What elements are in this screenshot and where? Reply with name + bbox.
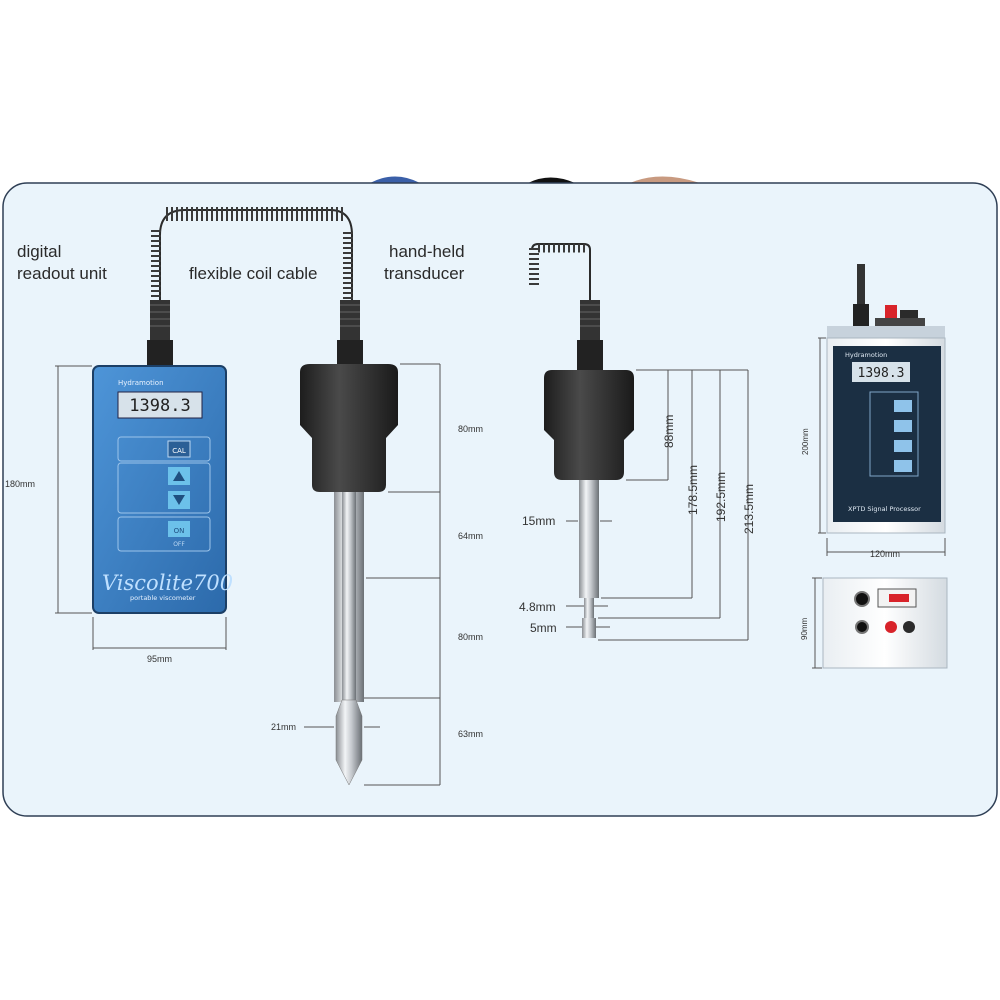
side-terminal-red <box>885 621 897 633</box>
dim-tip-right: 5mm <box>530 621 557 635</box>
label-coil-cable: flexible coil cable <box>189 264 318 283</box>
transducer-right <box>544 370 634 638</box>
label-transducer: transducer <box>384 264 465 283</box>
transducer-left-dim-lines <box>304 363 441 786</box>
label-hand-held: hand-held <box>389 242 465 261</box>
dim-head-right: 88mm <box>662 415 676 448</box>
readout-panel-1 <box>117 436 211 462</box>
dim-head-left: 80mm <box>458 424 483 434</box>
up-arrow-icon <box>173 471 185 481</box>
dim-neck-right: 4.8mm <box>519 600 556 614</box>
off-label: OFF <box>173 541 185 548</box>
side-connector-1 <box>854 591 870 607</box>
product-name: Viscolite700 <box>102 571 233 595</box>
transducer-left <box>300 364 398 786</box>
processor-brand: Hydramotion <box>845 351 887 359</box>
processor-width-dim: 120mm <box>870 549 900 559</box>
readout-height-dim: 180mm <box>5 479 35 489</box>
on-button-label: ON <box>174 527 185 535</box>
processor-side-view <box>822 577 948 669</box>
readout-unit: Hydramotion 1398.3 CAL ON OFF Viscolite7… <box>92 365 233 614</box>
transducer-left-tip <box>335 699 363 786</box>
readout-panel-3 <box>117 516 211 552</box>
processor-button-1[interactable] <box>894 400 912 412</box>
cable-strain-relief-left <box>147 300 173 366</box>
processor-display-value: 1398.3 <box>858 366 905 381</box>
dim-shaft-upper-left: 64mm <box>458 531 483 541</box>
top-fragments <box>370 176 700 183</box>
readout-display <box>117 391 203 419</box>
processor-height-dim: 200mm <box>801 428 810 455</box>
readout-panel-2 <box>117 462 211 514</box>
readout-dim-lines <box>55 365 227 650</box>
down-arrow-icon <box>173 495 185 505</box>
processor-button-3[interactable] <box>894 440 912 452</box>
processor-connectors <box>853 264 925 326</box>
dim-192-right: 192.5mm <box>714 472 728 522</box>
diagram-panel <box>2 182 998 817</box>
processor-button-4[interactable] <box>894 460 912 472</box>
processor-dim-lines <box>812 337 946 669</box>
label-digital: digital <box>17 242 61 261</box>
transducer-right-head <box>544 370 634 480</box>
dim-178-right: 178.5mm <box>686 465 700 515</box>
readout-width-dim: 95mm <box>147 654 172 664</box>
side-connector-2 <box>855 620 869 634</box>
coil-cable <box>151 207 353 300</box>
label-readout-unit: readout unit <box>17 264 107 283</box>
dim-shaft-lower-left: 80mm <box>458 632 483 642</box>
transducer-right-shaft <box>579 480 599 598</box>
transducer-left-head <box>300 364 398 492</box>
processor-button-2[interactable] <box>894 420 912 432</box>
cal-button[interactable] <box>167 440 191 458</box>
cal-button-label: CAL <box>172 447 186 455</box>
processor-unit: Hydramotion 1398.3 XPTD Signal Processor <box>826 326 946 534</box>
processor-display <box>852 362 910 382</box>
dim-shaft-diameter-right: 15mm <box>522 514 555 528</box>
product-subtitle: portable viscometer <box>130 594 196 602</box>
processor-label: XPTD Signal Processor <box>848 505 921 513</box>
processor-side-height-dim: 90mm <box>800 617 809 640</box>
on-button[interactable] <box>168 521 190 537</box>
side-terminal-black <box>903 621 915 633</box>
transducer-right-cable <box>529 243 603 372</box>
readout-display-value: 1398.3 <box>129 396 190 416</box>
dim-tip-left: 63mm <box>458 729 483 739</box>
dim-tip-diameter-left: 21mm <box>271 722 296 732</box>
readout-brand: Hydramotion <box>118 379 164 387</box>
cable-strain-relief-right <box>337 300 363 366</box>
transducer-right-dim-lines <box>566 369 749 641</box>
dim-213-right: 213.5mm <box>742 484 756 534</box>
